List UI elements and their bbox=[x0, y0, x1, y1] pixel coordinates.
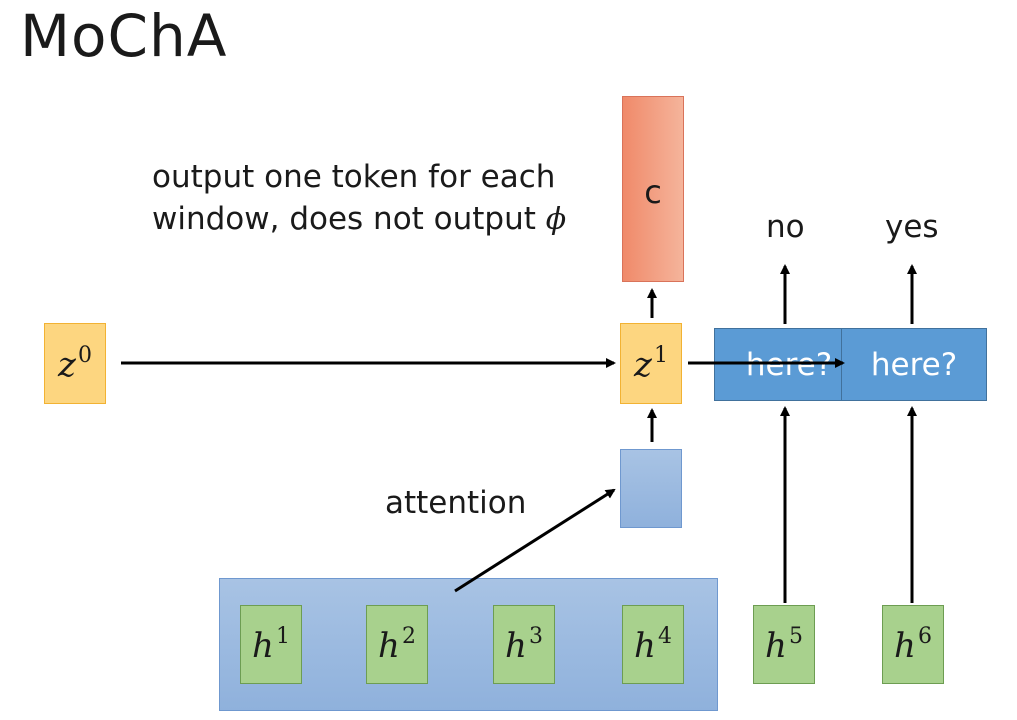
encoder-state-h3-label: h3 bbox=[505, 623, 543, 666]
decision-result-2: yes bbox=[885, 209, 939, 245]
attention-context-box bbox=[620, 449, 682, 528]
output-token-label: c bbox=[644, 173, 662, 211]
note-line-2: window, does not output ϕ bbox=[152, 198, 566, 241]
decoder-state-z1: z1 bbox=[620, 323, 682, 404]
attention-label: attention bbox=[385, 485, 527, 521]
encoder-state-h3: h3 bbox=[493, 605, 555, 684]
encoder-state-h4-label: h4 bbox=[634, 623, 672, 666]
encoder-state-h4: h4 bbox=[622, 605, 684, 684]
note-line-2-text: window, does not output bbox=[152, 201, 536, 237]
page-title: MoChA bbox=[20, 2, 228, 70]
encoder-state-h5-label: h5 bbox=[765, 623, 803, 666]
decoder-state-z0: z0 bbox=[44, 323, 106, 404]
encoder-state-h6-label: h6 bbox=[894, 623, 932, 666]
encoder-state-h1-label: h1 bbox=[252, 623, 290, 666]
arrow-attention bbox=[454, 488, 616, 593]
note-text: output one token for each window, does n… bbox=[152, 156, 566, 241]
encoder-state-h2: h2 bbox=[366, 605, 428, 684]
encoder-state-h6: h6 bbox=[882, 605, 944, 684]
encoder-state-h2-label: h2 bbox=[378, 623, 416, 666]
note-line-1: output one token for each bbox=[152, 159, 556, 195]
decoder-state-z1-label: z1 bbox=[634, 342, 668, 385]
phi-symbol: ϕ bbox=[545, 202, 567, 237]
output-token-box: c bbox=[622, 96, 684, 282]
encoder-state-h5: h5 bbox=[753, 605, 815, 684]
decision-result-1: no bbox=[766, 209, 805, 245]
decoder-state-z0-label: z0 bbox=[58, 342, 92, 385]
decision-box-2-label: here? bbox=[870, 346, 958, 383]
encoder-state-h1: h1 bbox=[240, 605, 302, 684]
decision-box-2: here? bbox=[841, 328, 987, 401]
